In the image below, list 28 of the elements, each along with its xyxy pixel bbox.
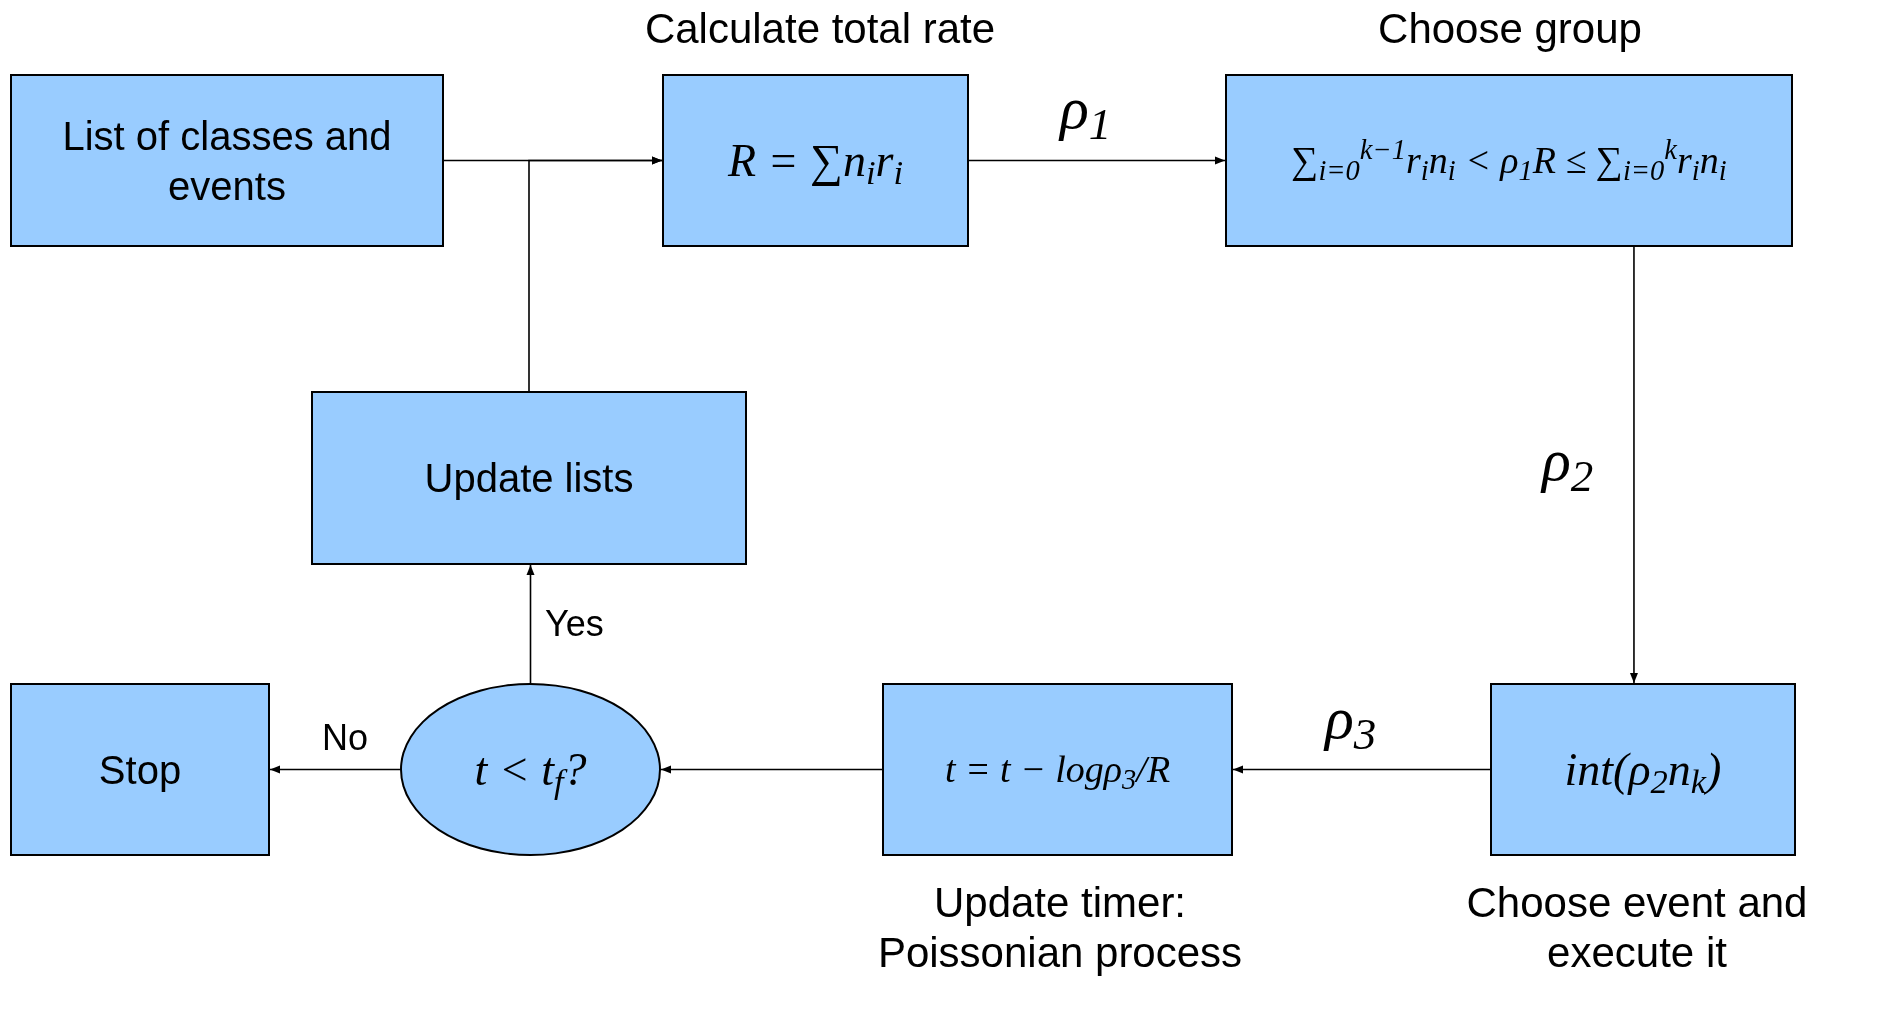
- step-caption: Choose group: [1377, 4, 1643, 54]
- step-caption: Choose event and execute it: [1465, 878, 1809, 979]
- edge-label: No: [322, 720, 369, 756]
- formula: R = ∑n$_{i}$r$_{i}$: [726, 133, 904, 190]
- step-caption: Update timer: Poissonian process: [876, 878, 1244, 979]
- box-label: List of classes and events: [61, 112, 393, 210]
- edge-label: Yes: [545, 606, 604, 642]
- process-box: [1225, 74, 1793, 247]
- arrow: [1232, 765, 1491, 774]
- process-box: [311, 391, 747, 565]
- box-label: Update lists: [423, 455, 635, 502]
- process-box: [1490, 683, 1796, 856]
- process-box: [662, 74, 969, 247]
- process-box: [882, 683, 1233, 856]
- arrow: [526, 564, 535, 684]
- formula: ∑$_{i=0}$$^{k−1}$r$_{i}$n$_{i}$ < ρ$_{1}$R ≤ ∑$_{i=0}$$^{k}$r$_{i}$n$_{i}$: [1290, 136, 1728, 185]
- arrow: [269, 765, 401, 774]
- box-label: Stop: [97, 746, 183, 794]
- arrow: [528, 156, 663, 392]
- step-caption: Calculate total rate: [643, 4, 997, 54]
- formula: t = t − logρ$_{3}$/R: [943, 746, 1172, 794]
- arrow: [968, 156, 1226, 165]
- process-box: [10, 683, 270, 856]
- formula: t < t$_{f}$?: [473, 742, 588, 799]
- formula: int(ρ$_{2}$n$_{k}$): [1563, 742, 1723, 799]
- arrow: [660, 765, 883, 774]
- process-box: [10, 74, 444, 247]
- arrow: [1629, 246, 1638, 684]
